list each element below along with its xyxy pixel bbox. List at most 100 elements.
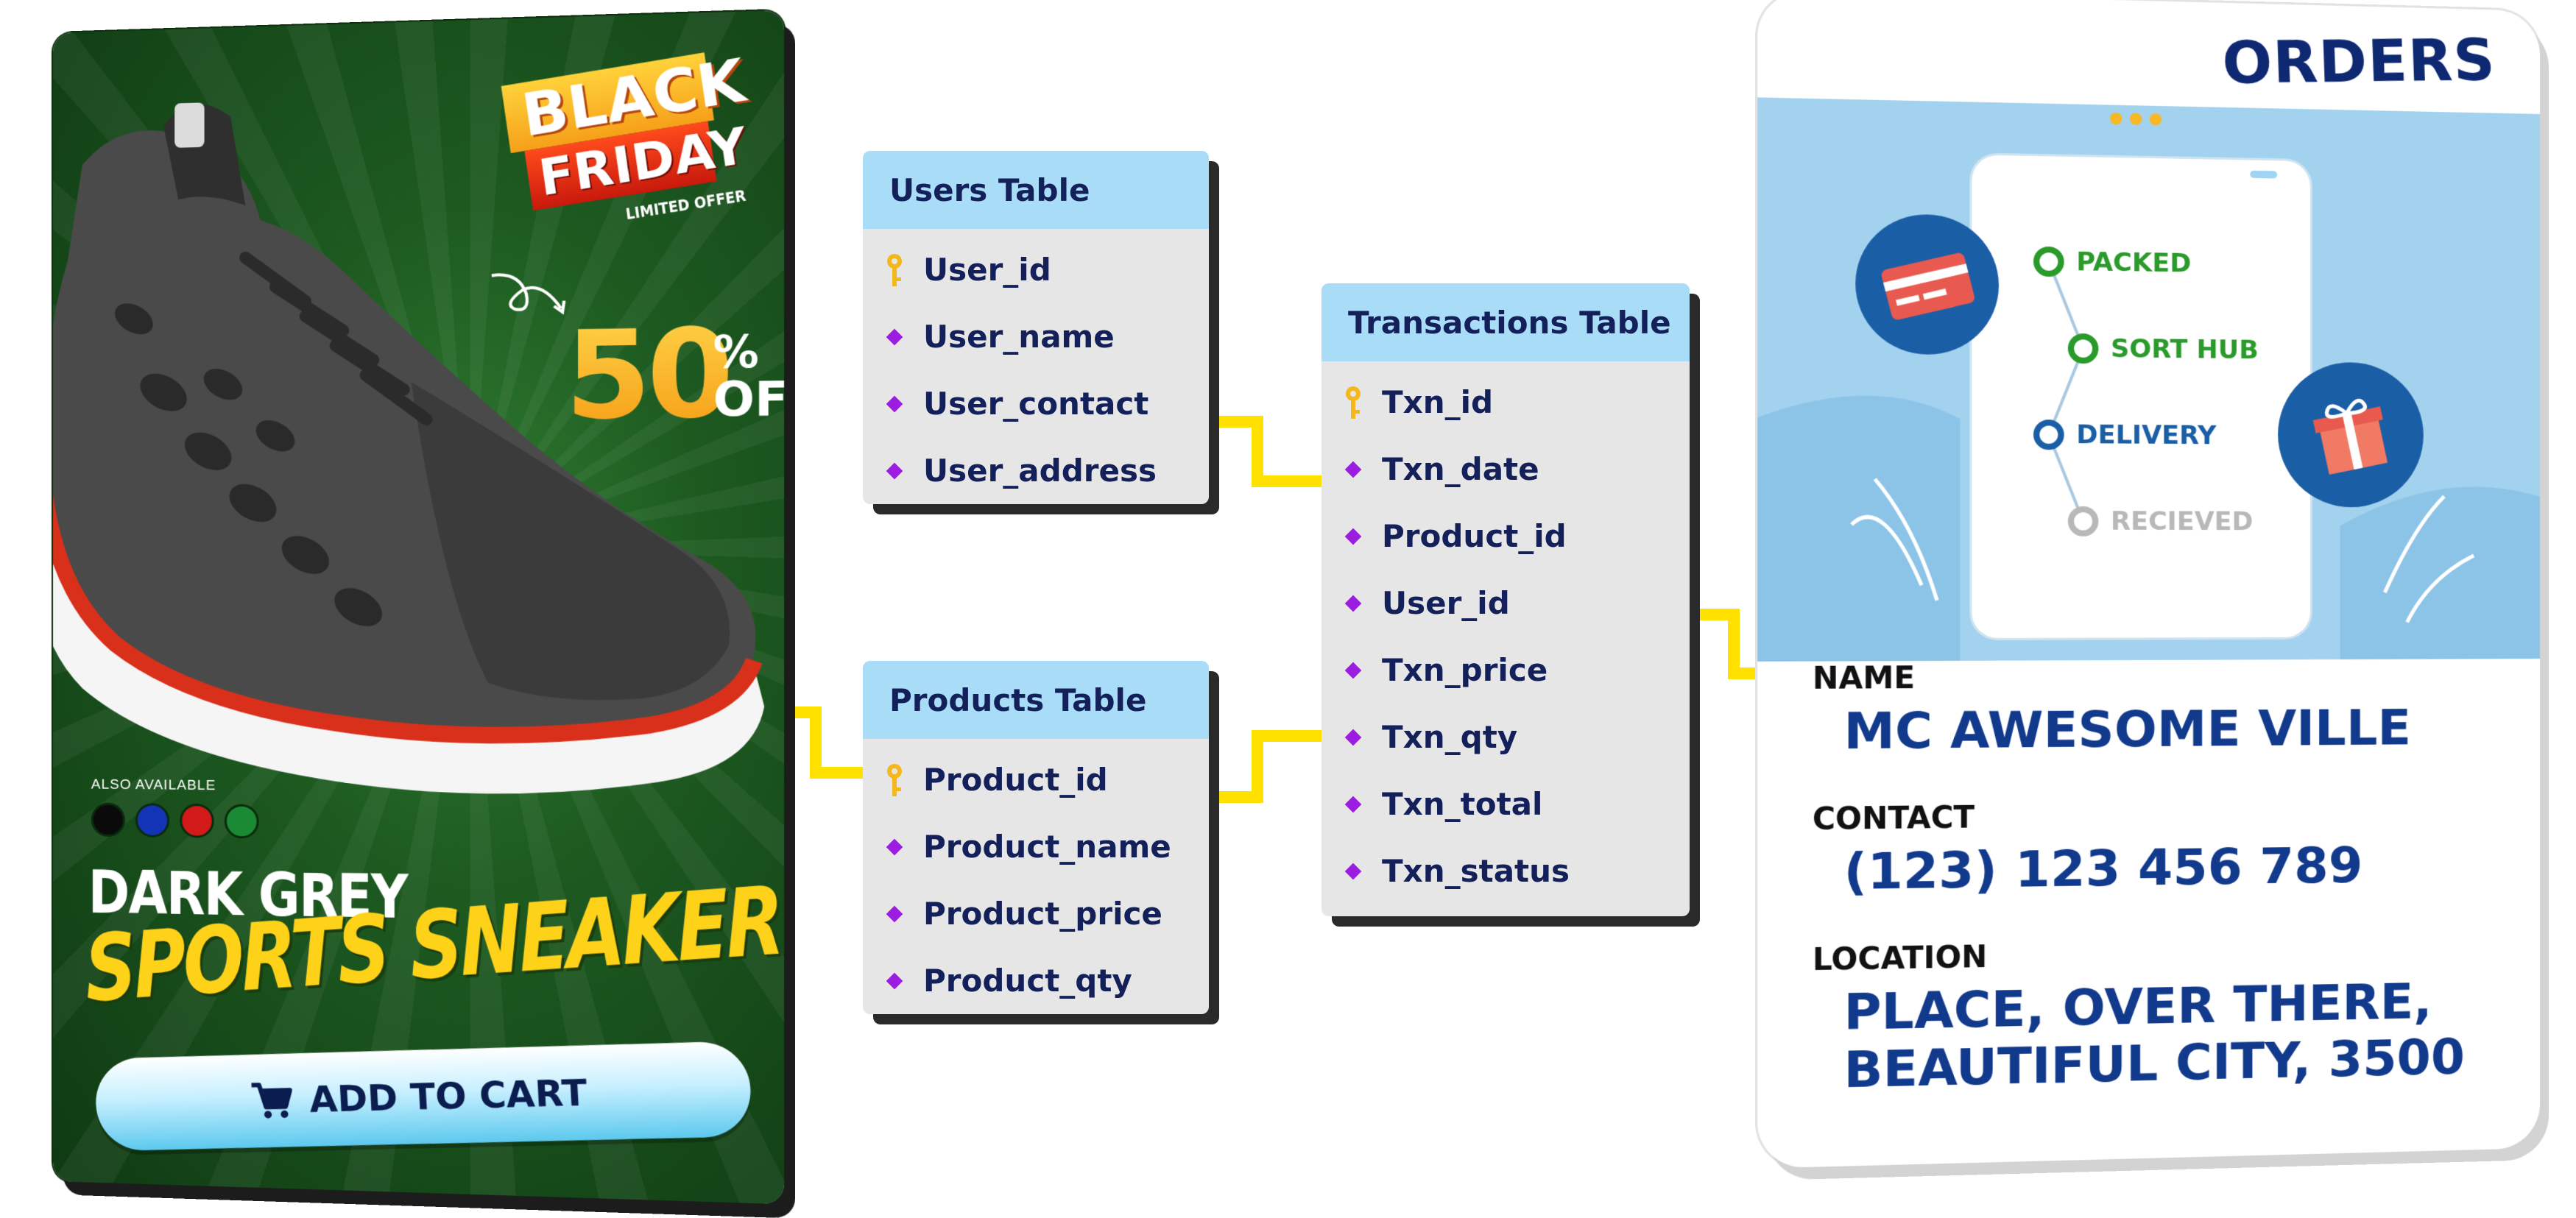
location-label: LOCATION [1812,940,1988,978]
diamond-icon [1344,796,1362,812]
contact-label: CONTACT [1812,800,1975,838]
table-row: User_contact [863,370,1209,437]
table-row: Txn_id [1321,369,1690,436]
table-row: User_id [863,236,1209,303]
shopping-cart-icon [250,1080,294,1119]
table-row: User_name [863,303,1209,370]
step-label: DELIVERY [2076,419,2217,451]
step-label: SORT HUB [2110,333,2259,366]
transactions-table-title: Transactions Table [1321,283,1690,361]
connector-users-transactions [1218,416,1321,487]
orders-title: ORDERS [2221,27,2497,98]
table-row: Product_price [863,880,1209,947]
orders-card: ORDERS PACKED SORT HUB [1757,0,2540,1169]
color-swatch-red[interactable] [180,803,214,838]
table-row: Product_name [863,813,1209,880]
loading-dots [2109,112,2170,130]
name-label: NAME [1812,661,1916,697]
table-row: Product_qty [863,947,1209,1014]
leaf-decoration-icon [1757,394,2540,662]
products-table: Products Table Product_id Product_name P… [863,661,1209,1014]
field-name: User_id [1382,585,1510,621]
field-name: User_contact [923,386,1149,422]
field-name: Product_qty [923,963,1132,999]
pending-ring-icon [2067,506,2099,537]
table-row: User_id [1321,570,1690,637]
field-name: Txn_price [1382,652,1548,688]
diamond-icon [886,972,903,989]
users-table: Users Table User_id User_name User_conta… [863,151,1209,504]
credit-card-bubble [1855,213,2000,355]
diamond-icon [1344,595,1362,612]
field-name: Txn_id [1382,384,1494,420]
diamond-icon [886,905,903,922]
step-packed: PACKED [2033,246,2192,279]
check-ring-icon [2033,246,2064,277]
step-delivery: DELIVERY [2033,419,2216,450]
discount-label: 50 % OFF [565,302,784,447]
contact-value: (123) 123 456 789 [1843,836,2363,902]
gift-box-icon [2312,390,2388,475]
table-row: Txn_status [1321,838,1690,904]
connector-products-transactions [1218,730,1321,803]
table-row: Product_id [1321,503,1690,570]
step-received: RECIEVED [2067,506,2254,537]
tracking-line [1972,155,2310,638]
add-to-cart-button[interactable]: ADD TO CART [93,1041,753,1152]
order-tracking-illustration: PACKED SORT HUB DELIVERY RECIEVED [1757,97,2540,662]
color-swatch-blue[interactable] [135,803,170,838]
key-icon [1346,386,1361,419]
diamond-icon [886,838,903,855]
name-value: MC AWESOME VILLE [1843,698,2411,761]
current-ring-icon [2033,419,2064,450]
diamond-icon [886,395,903,412]
credit-card-icon [1880,251,1976,321]
diamond-icon [1344,528,1362,545]
field-name: User_id [923,252,1051,288]
check-ring-icon [2067,333,2099,364]
connector-product-card-products [766,707,863,779]
field-name: Product_price [923,896,1162,932]
discount-percent: % [713,325,759,379]
add-to-cart-label: ADD TO CART [308,1071,588,1121]
product-ad-card: BLACK FRIDAY LIMITED OFFER 50 % OFF ALSO… [53,10,785,1205]
table-row: Txn_qty [1321,704,1690,771]
black-friday-badge: BLACK FRIDAY LIMITED OFFER [501,46,751,235]
step-label: PACKED [2076,247,2192,279]
arrow-swirl-icon [488,266,573,328]
phone-mockup: PACKED SORT HUB DELIVERY RECIEVED [1972,155,2310,639]
field-name: Txn_status [1382,853,1570,889]
field-name: User_name [923,319,1115,355]
gift-bubble [2278,361,2424,508]
key-icon [887,253,902,286]
discount-off: OFF [713,369,785,428]
color-swatch-black[interactable] [91,802,125,838]
field-name: Txn_total [1382,786,1543,822]
field-name: Txn_qty [1382,719,1518,755]
color-swatch-green[interactable] [224,804,259,839]
table-row: Txn_total [1321,771,1690,838]
diamond-icon [1344,461,1362,478]
table-row: Txn_price [1321,637,1690,704]
key-icon [887,763,902,796]
table-row: Txn_date [1321,436,1690,503]
field-name: Product_name [923,829,1171,865]
diamond-icon [1344,729,1362,746]
step-sort-hub: SORT HUB [2067,333,2259,366]
table-row: User_address [863,437,1209,504]
table-row: Product_id [863,746,1209,813]
users-table-title: Users Table [863,151,1209,229]
diamond-icon [1344,863,1362,879]
transactions-table: Transactions Table Txn_id Txn_date Produ… [1321,283,1690,916]
sneaker-image [53,102,784,797]
diamond-icon [886,462,903,479]
field-name: Product_id [1382,518,1567,554]
location-line-2: BEAUTIFUL CITY, 3500 [1843,1028,2465,1100]
field-name: User_address [923,453,1157,489]
diamond-icon [1344,662,1362,679]
products-table-title: Products Table [863,661,1209,739]
step-label: RECIEVED [2110,506,2254,537]
field-name: Product_id [923,762,1108,798]
also-available-label: ALSO AVAILABLE [91,776,216,794]
diamond-icon [886,328,903,345]
